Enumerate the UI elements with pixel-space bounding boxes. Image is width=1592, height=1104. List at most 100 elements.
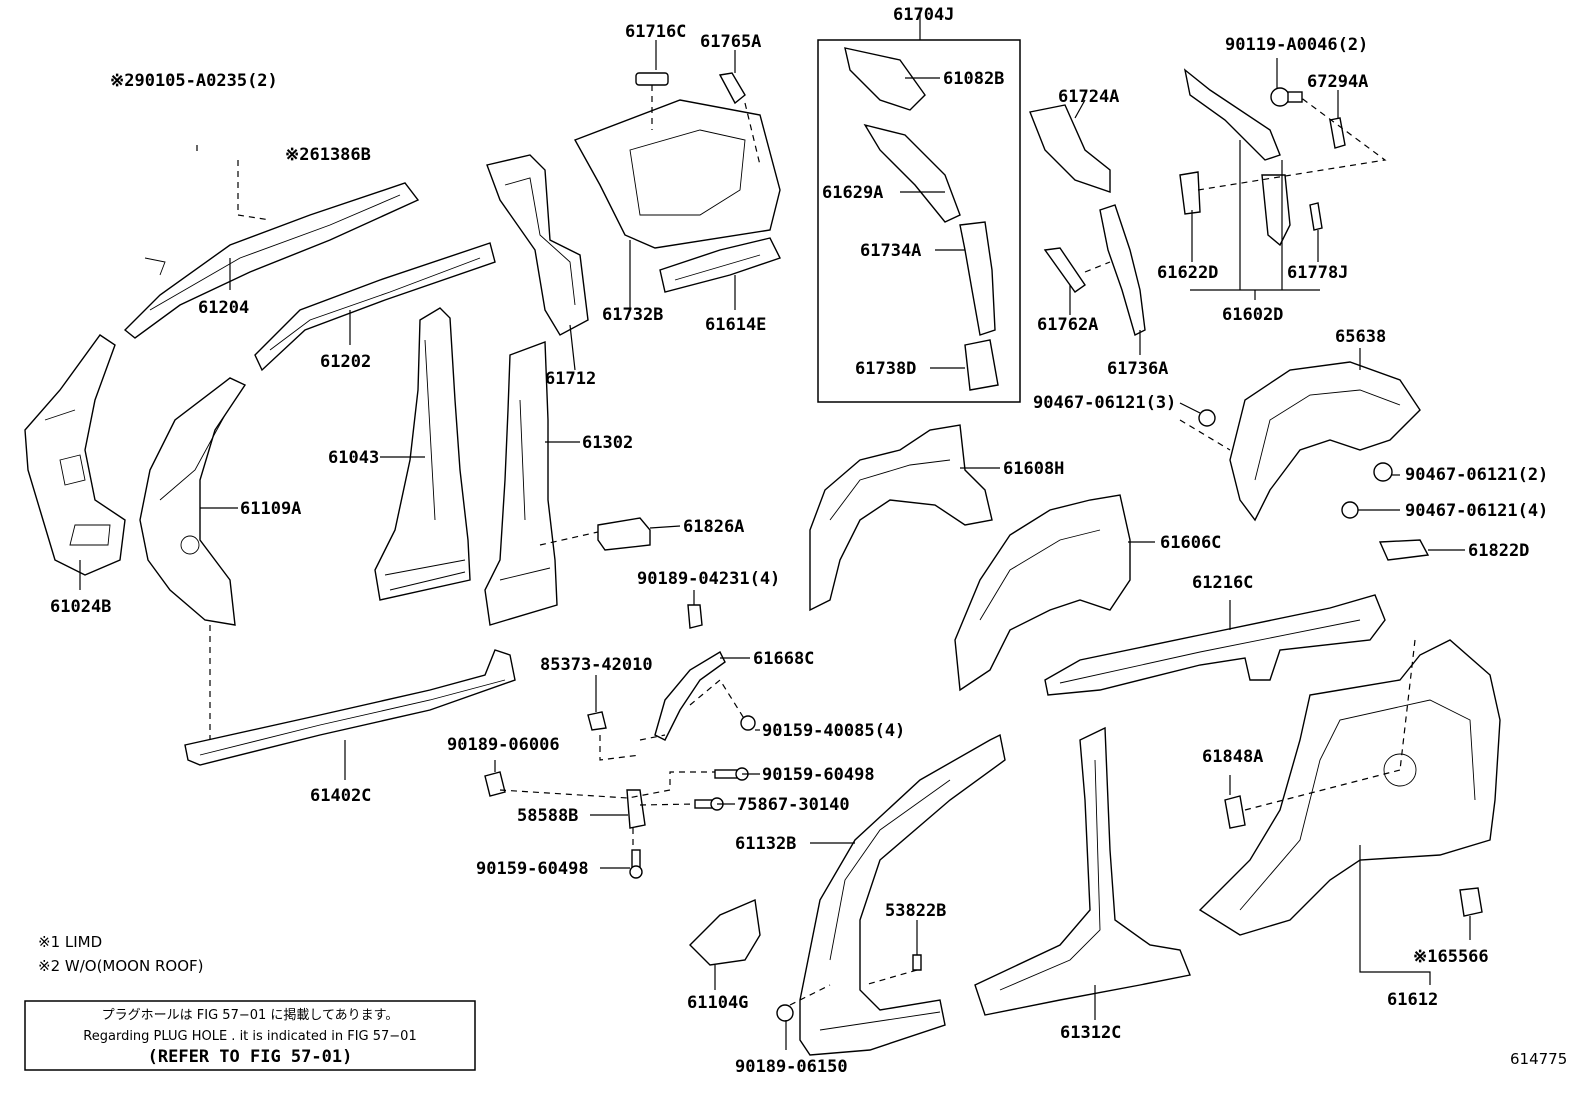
callout-61704J: 61704J (893, 5, 954, 25)
note-moon-roof: ※2 W/O(MOON ROOF) (38, 957, 203, 975)
callout-58588B: 58588B (517, 806, 578, 826)
callout-61302: 61302 (582, 433, 633, 453)
callout-90189-06006: 90189-06006 (447, 735, 560, 755)
callout-290105: ※290105-A0235(2) (110, 71, 278, 91)
part-61043 (374, 307, 471, 601)
callout-61132B: 61132B (735, 834, 796, 854)
part-67294A (1329, 117, 1346, 149)
callout-61104G: 61104G (687, 993, 748, 1013)
part-58588B (626, 789, 646, 829)
part-61716C (635, 72, 669, 86)
part-61712 (486, 154, 589, 336)
part-61606C (954, 494, 1131, 692)
callout-61826A: 61826A (683, 517, 744, 537)
part-61024B (24, 334, 126, 576)
notes: ※1 LIMD ※2 W/O(MOON ROOF) (38, 933, 203, 975)
part-61608H (809, 424, 993, 612)
callout-61602D: 61602D (1222, 305, 1283, 325)
part-61629A (863, 123, 961, 223)
callout-61614E: 61614E (705, 315, 766, 335)
callout-61204: 61204 (198, 298, 249, 318)
part-61109A (139, 377, 247, 626)
callout-90467-2: 90467-06121(2) (1405, 465, 1548, 485)
callout-61608H: 61608H (1003, 459, 1064, 479)
callout-61622D: 61622D (1157, 263, 1218, 283)
callout-61778J: 61778J (1287, 263, 1348, 283)
callout-61606C: 61606C (1160, 533, 1221, 553)
part-bolts-60498-30140 (629, 767, 749, 879)
callout-61738D: 61738D (855, 359, 916, 379)
part-61765A (718, 72, 746, 105)
part-90467-clips (1198, 409, 1393, 519)
note-limd: ※1 LIMD (38, 933, 102, 951)
callout-61822D: 61822D (1468, 541, 1529, 561)
callout-61202: 61202 (320, 352, 371, 372)
callout-61216C: 61216C (1192, 573, 1253, 593)
part-61312C (974, 726, 1191, 1016)
callout-90119: 90119-A0046(2) (1225, 35, 1368, 55)
callout-53822B: 53822B (885, 901, 946, 921)
callout-90159-60498-a: 90159-60498 (762, 765, 875, 785)
plug-hole-box: プラグホールは FIG 57−01 に掲載してあります。 Regarding P… (24, 1000, 476, 1071)
callout-labels: ※290105-A0235(2) ※261386B 61204 61202 61… (50, 5, 1548, 1077)
callout-61762A: 61762A (1037, 315, 1098, 335)
callout-61629A: 61629A (822, 183, 883, 203)
part-61848A (1224, 795, 1246, 829)
part-61738D (964, 339, 999, 391)
callout-90189-06150: 90189-06150 (735, 1057, 848, 1077)
part-61826A (597, 517, 651, 551)
callout-61724A: 61724A (1058, 87, 1119, 107)
part-61602D (1179, 68, 1323, 247)
plug-hole-ref: (REFER TO FIG 57-01) (148, 1047, 353, 1067)
callout-61109A: 61109A (240, 499, 301, 519)
part-65638 (1229, 361, 1421, 522)
callout-90159-40085: 90159-40085(4) (762, 721, 905, 741)
callout-61765A: 61765A (700, 32, 761, 52)
part-61302 (484, 341, 558, 626)
callout-67294A: 67294A (1307, 72, 1368, 92)
callout-61386B: ※261386B (285, 145, 371, 165)
callout-61612: 61612 (1387, 990, 1438, 1010)
part-61614E (659, 237, 781, 293)
part-61204 (123, 182, 420, 339)
callout-61043: 61043 (328, 448, 379, 468)
part-90189-04231 (687, 604, 703, 629)
callout-85373: 85373-42010 (540, 655, 653, 675)
part-61082B (844, 47, 926, 111)
part-61724A (1029, 104, 1111, 193)
part-61668C (654, 651, 726, 741)
part-61762A (1043, 247, 1086, 293)
part-61402C (184, 649, 516, 766)
part-61104G (689, 898, 761, 966)
callout-61312C: 61312C (1060, 1023, 1121, 1043)
callout-61732B: 61732B (602, 305, 663, 325)
part-53822B (912, 954, 922, 971)
part-90189-06006 (484, 771, 506, 797)
part-61822D (1378, 539, 1430, 561)
part-65566 (1459, 887, 1483, 917)
plug-hole-jp: プラグホールは FIG 57−01 に掲載してあります。 (102, 1007, 399, 1023)
callout-65638: 65638 (1335, 327, 1386, 347)
callout-61848A: 61848A (1202, 747, 1263, 767)
callout-61082B: 61082B (943, 69, 1004, 89)
part-61732B (573, 99, 781, 249)
callout-61716C: 61716C (625, 22, 686, 42)
plug-hole-en: Regarding PLUG HOLE . it is indicated in… (83, 1029, 416, 1044)
callout-90467-3: 90467-06121(3) (1033, 393, 1176, 413)
part-90119-bolt (1270, 87, 1303, 107)
part-85373 (587, 711, 607, 731)
callout-61712: 61712 (545, 369, 596, 389)
callout-61734A: 61734A (860, 241, 921, 261)
callout-90189-04231: 90189-04231(4) (637, 569, 780, 589)
part-61202 (254, 242, 496, 372)
callout-61668C: 61668C (753, 649, 814, 669)
callout-61024B: 61024B (50, 597, 111, 617)
part-90159-40085 (740, 715, 756, 731)
callout-90467-4: 90467-06121(4) (1405, 501, 1548, 521)
part-61734A (959, 221, 996, 336)
callout-75867: 75867-30140 (737, 795, 850, 815)
callout-65566: ※165566 (1413, 947, 1489, 967)
callout-61402C: 61402C (310, 786, 371, 806)
